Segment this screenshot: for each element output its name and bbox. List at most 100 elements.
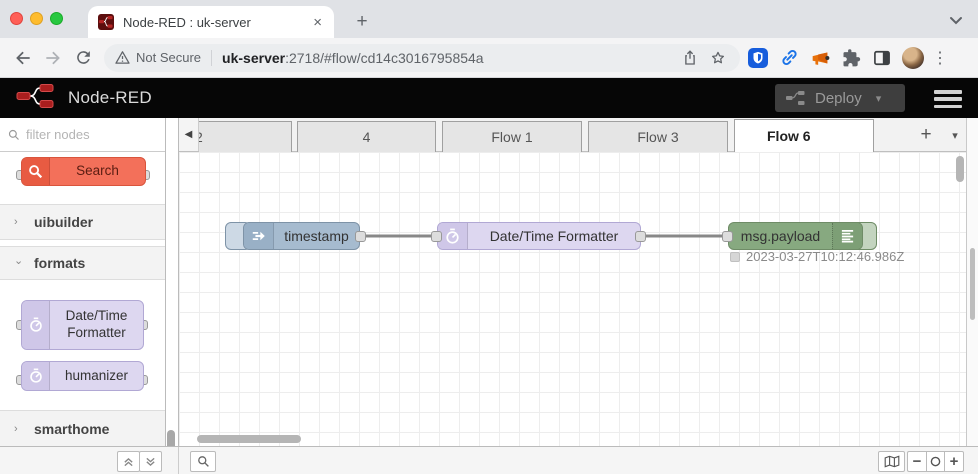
zoom-reset-icon xyxy=(930,456,941,467)
flow-tab-flow3[interactable]: Flow 3 xyxy=(588,121,728,152)
app-title: Node-RED xyxy=(68,88,152,107)
flow-list-caret-icon[interactable]: ▾ xyxy=(952,129,958,142)
node-datetime-formatter[interactable]: Date/Time Formatter xyxy=(437,222,641,250)
flow-tab-flow1[interactable]: Flow 1 xyxy=(442,121,582,152)
category-label: uibuilder xyxy=(34,214,94,230)
formatter-output-port[interactable] xyxy=(635,231,646,242)
canvas-hscrollbar[interactable] xyxy=(197,435,301,443)
deploy-icon xyxy=(786,91,805,105)
category-collapsed-icon: › xyxy=(14,216,18,228)
tab-scroll-left-button[interactable]: ◀ xyxy=(179,118,199,151)
node-msg-payload[interactable]: msg.payload xyxy=(728,222,863,250)
traffic-zoom-button[interactable] xyxy=(50,12,63,25)
palette-filter[interactable] xyxy=(0,118,165,152)
palette-category-uibuilder[interactable]: › uibuilder xyxy=(0,204,165,240)
extensions-puzzle-icon[interactable] xyxy=(838,45,864,71)
timer-icon xyxy=(22,362,50,390)
main-menu-icon[interactable] xyxy=(934,90,962,108)
double-chevron-down-icon xyxy=(146,457,155,466)
category-expanded-icon: ⌄ xyxy=(14,254,24,267)
not-secure-label[interactable]: Not Secure xyxy=(136,50,202,65)
search-node-label: Search xyxy=(76,163,119,179)
chrome-menu-icon[interactable]: ⋮ xyxy=(932,49,948,67)
traffic-close-button[interactable] xyxy=(10,12,23,25)
palette-category-smarthome[interactable]: › smarthome xyxy=(0,410,165,446)
node-label: msg.payload xyxy=(740,228,821,244)
bitwarden-extension-icon[interactable] xyxy=(745,45,771,71)
flow-tab-label: Flow 1 xyxy=(491,129,533,145)
palette-node-humanizer[interactable]: humanizer xyxy=(21,361,144,391)
zoom-in-button[interactable]: + xyxy=(945,451,964,472)
back-icon[interactable] xyxy=(8,43,38,73)
palette-node-datetime-formatter[interactable]: Date/Time Formatter xyxy=(21,300,144,350)
side-panel-icon[interactable] xyxy=(869,45,895,71)
url-text[interactable]: uk-server:2718/#flow/cd14c3016795854a xyxy=(222,50,674,66)
timestamp-output-port[interactable] xyxy=(355,231,366,242)
url-path: :2718/#flow/cd14c3016795854a xyxy=(285,49,484,66)
forward-icon[interactable] xyxy=(38,43,68,73)
node-red-favicon-icon xyxy=(98,14,114,30)
profile-avatar[interactable] xyxy=(900,45,926,71)
search-icon xyxy=(197,456,209,467)
timer-icon xyxy=(22,301,50,349)
share-icon[interactable] xyxy=(678,46,702,70)
megaphone-extension-icon[interactable] xyxy=(807,45,833,71)
flow-tab-4[interactable]: 4 xyxy=(297,121,436,152)
category-label: formats xyxy=(34,255,86,271)
browser-tabstrip: Node-RED : uk-server × + xyxy=(0,0,978,38)
browser-toolbar: Not Secure uk-server:2718/#flow/cd14c301… xyxy=(0,38,978,78)
status-text: 2023-03-27T10:12:46.986Z xyxy=(746,249,905,264)
omnibox-divider xyxy=(211,49,213,66)
search-node-icon xyxy=(22,158,50,185)
palette-collapse-all-button[interactable] xyxy=(117,451,140,472)
palette-expand-all-button[interactable] xyxy=(139,451,162,472)
node-label: timestamp xyxy=(284,228,349,244)
flow-tab-label: Flow 3 xyxy=(637,129,679,145)
flow-tab-2[interactable]: 2 xyxy=(199,121,292,152)
zoom-out-button[interactable]: − xyxy=(907,451,926,472)
map-icon xyxy=(884,455,899,468)
deploy-caret-icon[interactable]: ▾ xyxy=(875,92,882,105)
debug-input-port[interactable] xyxy=(722,231,733,242)
flow-tab-label: 4 xyxy=(362,129,371,145)
canvas-vscrollbar[interactable] xyxy=(956,156,964,182)
palette-node-label: humanizer xyxy=(64,367,129,383)
flow-canvas[interactable]: timestamp Date/Time Formatter msg.payloa… xyxy=(178,152,966,446)
flow-tabbar: ◀ 2 4 Flow 1 Flow 3 Flow 6 + ▾ xyxy=(178,118,966,152)
bookmark-star-icon[interactable] xyxy=(706,46,730,70)
palette-node-label: Date/Time Formatter xyxy=(65,308,128,340)
add-flow-button[interactable]: + xyxy=(920,124,932,145)
canvas-search-button[interactable] xyxy=(190,451,216,472)
flow-tab-label: Flow 6 xyxy=(767,128,811,144)
formatter-input-port[interactable] xyxy=(431,231,442,242)
double-chevron-up-icon xyxy=(124,457,133,466)
node-palette: Search › uibuilder ⌄ formats Date/Time F… xyxy=(0,118,166,446)
new-tab-button[interactable]: + xyxy=(356,11,368,32)
link-extension-icon[interactable] xyxy=(776,45,802,71)
zoom-reset-button[interactable] xyxy=(926,451,945,472)
address-bar[interactable]: Not Secure uk-server:2718/#flow/cd14c301… xyxy=(104,43,740,72)
node-label: Date/Time Formatter xyxy=(489,228,619,244)
not-secure-warning-icon xyxy=(115,51,130,64)
flow-tab-label: 2 xyxy=(199,129,203,145)
palette-category-formats[interactable]: ⌄ formats xyxy=(0,246,165,280)
timer-icon xyxy=(438,223,468,249)
browser-tab[interactable]: Node-RED : uk-server × xyxy=(88,6,334,38)
page-scrollbar[interactable] xyxy=(970,248,975,320)
deploy-button[interactable]: Deploy ▾ xyxy=(775,84,905,112)
traffic-minimize-button[interactable] xyxy=(30,12,43,25)
node-red-logo-icon xyxy=(14,81,60,116)
footer: − + xyxy=(0,446,978,474)
close-tab-icon[interactable]: × xyxy=(313,13,322,31)
reload-icon[interactable] xyxy=(68,43,98,73)
navigator-button[interactable] xyxy=(878,451,905,472)
palette-node-search[interactable]: Search xyxy=(21,157,146,186)
filter-nodes-input[interactable] xyxy=(26,127,146,142)
node-timestamp[interactable]: timestamp xyxy=(243,222,360,250)
url-host: uk-server xyxy=(222,49,286,66)
flow-tab-flow6[interactable]: Flow 6 xyxy=(734,119,874,152)
page-scroll-strip xyxy=(966,118,978,446)
palette-scrollbar[interactable] xyxy=(167,430,175,452)
tab-search-chevron-icon[interactable] xyxy=(946,10,966,30)
